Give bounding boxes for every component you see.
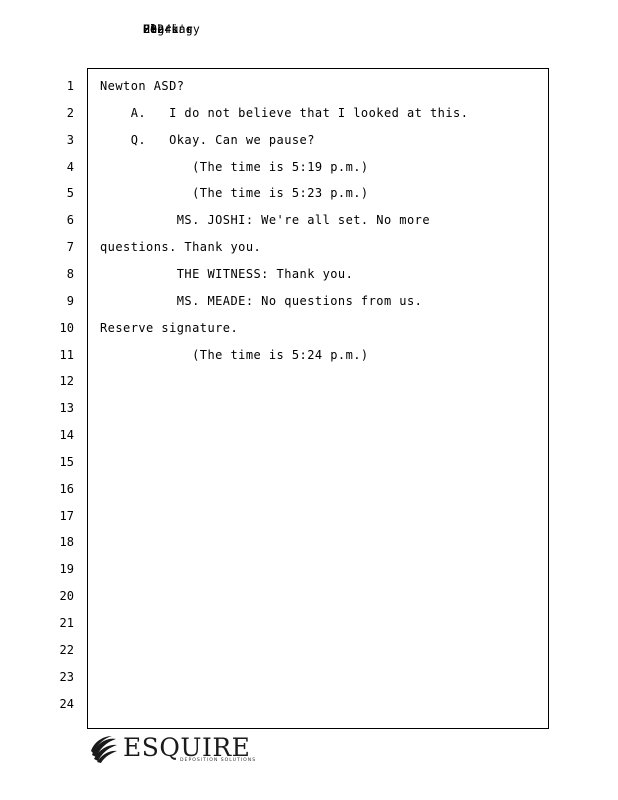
line-number: 10: [59, 321, 74, 335]
line-number: 23: [59, 670, 74, 684]
header-text-4: 88: [143, 22, 158, 36]
line-number: 18: [59, 535, 74, 549]
logo-wordmark: ESQUIRE: [123, 733, 251, 762]
transcript-line: (The time is 5:23 p.m.): [100, 186, 369, 200]
header-text-2: Pag: [143, 22, 165, 36]
header-text-1: Hearing: [143, 22, 193, 36]
transcript-line: (The time is 5:24 p.m.): [100, 348, 369, 362]
transcript-line: (The time is 5:19 p.m.): [100, 160, 369, 174]
line-number: 14: [59, 428, 74, 442]
line-number: 16: [59, 482, 74, 496]
transcript-frame: [87, 68, 549, 729]
line-number: 4: [66, 160, 74, 174]
esquire-swirl-icon: [91, 736, 117, 763]
transcript-line: Reserve signature.: [100, 321, 239, 335]
line-number: 17: [59, 509, 74, 523]
line-number: 9: [66, 294, 74, 308]
line-number: 2: [66, 106, 74, 120]
line-number: 8: [66, 267, 74, 281]
line-number: 15: [59, 455, 74, 469]
header-text-5: Clerk's: [143, 22, 193, 36]
header-text-8: Ll: [143, 22, 158, 36]
line-number: 22: [59, 643, 74, 657]
transcript-line: MS. JOSHI: We're all set. No more: [100, 213, 431, 227]
line-number: 7: [66, 240, 74, 254]
line-number: 11: [59, 348, 74, 362]
header-text-3: February: [143, 22, 200, 36]
transcript-line: Newton ASD?: [100, 79, 185, 93]
line-number: 5: [66, 186, 74, 200]
header-text-6: 2024: [143, 22, 172, 36]
logo-subtext: DEPOSITION SOLUTIONS: [180, 758, 257, 763]
line-number: 1: [66, 79, 74, 93]
transcript-line: THE WITNESS: Thank you.: [100, 267, 354, 281]
transcript-line: A. I do not believe that I looked at thi…: [100, 106, 469, 120]
line-number: 13: [59, 401, 74, 415]
line-number: 3: [66, 133, 74, 147]
line-number: 19: [59, 562, 74, 576]
header-text-7: Ee: [143, 22, 158, 36]
transcript-line: questions. Thank you.: [100, 240, 262, 254]
line-number: 12: [59, 374, 74, 388]
line-number: 24: [59, 697, 74, 711]
line-number: 6: [66, 213, 74, 227]
line-number: 20: [59, 589, 74, 603]
transcript-line: MS. MEADE: No questions from us.: [100, 294, 423, 308]
transcript-line: Q. Okay. Can we pause?: [100, 133, 315, 147]
page-header: Hearing Pag February 88 Clerk's 2024 Ee …: [143, 22, 343, 38]
line-number: 21: [59, 616, 74, 630]
esquire-logo: ESQUIRE DEPOSITION SOLUTIONS: [88, 731, 258, 767]
